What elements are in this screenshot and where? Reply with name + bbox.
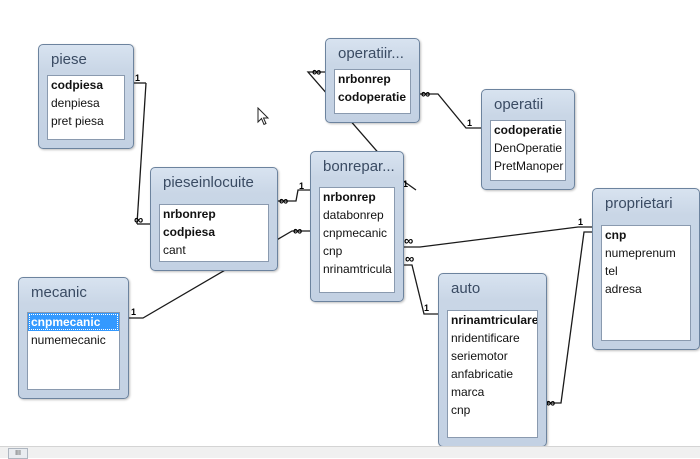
table-title[interactable]: piese: [51, 51, 87, 68]
field-item[interactable]: marca: [451, 385, 485, 399]
horizontal-scrollbar[interactable]: III: [0, 446, 700, 459]
field-item[interactable]: nrinamtriculare: [451, 313, 537, 327]
table-mecanic[interactable]: mecanic cnpmecanic numemecanic: [18, 277, 129, 399]
field-item[interactable]: cnp: [605, 228, 627, 242]
rel-many-label-pieseinloc-bon: ∞: [279, 193, 288, 208]
rel-line-pieseinloc-bon: [276, 189, 310, 202]
field-item[interactable]: cnp: [451, 403, 471, 417]
field-item[interactable]: cnpmecanic: [323, 226, 388, 240]
field-item[interactable]: seriemotor: [451, 349, 508, 363]
field-item[interactable]: denpiesa: [51, 96, 100, 110]
rel-one-label-bon-pieseinloc: 1: [299, 181, 304, 191]
field-item[interactable]: databonrep: [323, 208, 384, 222]
field-item[interactable]: adresa: [605, 282, 642, 296]
field-list[interactable]: cnp numeprenum tel adresa: [601, 225, 691, 341]
table-title[interactable]: proprietari: [605, 195, 673, 212]
field-item[interactable]: codpiesa: [163, 225, 216, 239]
field-item[interactable]: codpiesa: [51, 78, 104, 92]
rel-one-label-operatii: 1: [467, 118, 472, 128]
field-item[interactable]: DenOperatie: [494, 141, 563, 155]
field-item[interactable]: codoperatie: [338, 90, 407, 104]
table-bonreparatie[interactable]: bonrepar... nrbonrep databonrep cnpmecan…: [310, 151, 404, 302]
mouse-cursor-icon: [257, 107, 270, 126]
field-item[interactable]: numemecanic: [31, 333, 106, 347]
field-item[interactable]: PretManoper: [494, 159, 564, 173]
field-item[interactable]: codoperatie: [494, 123, 563, 137]
field-item[interactable]: cant: [163, 243, 186, 257]
rel-many-label-opr: ∞: [312, 64, 321, 79]
rel-one-label-mecanic: 1: [131, 307, 136, 317]
field-item[interactable]: nrbonrep: [323, 190, 376, 204]
rel-line-auto-proprietari: [545, 231, 592, 404]
field-list[interactable]: cnpmecanic numemecanic: [27, 312, 120, 390]
rel-many-label-auto-prop: ∞: [546, 395, 555, 410]
table-title[interactable]: operatii: [494, 96, 544, 113]
rel-many-label-bon-auto: ∞: [405, 251, 414, 266]
table-operatiirep[interactable]: operatiir... nrbonrep codoperatie: [325, 38, 420, 123]
field-item[interactable]: nrinamtricula: [323, 262, 392, 276]
rel-many-label-pieseinlocuite: ∞: [134, 212, 143, 227]
field-item[interactable]: nrbonrep: [338, 72, 391, 86]
rel-many-label-bon-prop: ∞: [404, 233, 413, 248]
rel-many-label-bon-mecanic: ∞: [293, 223, 302, 238]
rel-one-label-proprietari: 1: [578, 217, 583, 227]
field-list[interactable]: nrbonrep databonrep cnpmecanic cnp nrina…: [319, 187, 395, 293]
table-title[interactable]: mecanic: [31, 284, 87, 301]
field-list[interactable]: codoperatie DenOperatie PretManoper: [490, 120, 566, 181]
field-item[interactable]: nridentificare: [451, 331, 520, 345]
field-item[interactable]: numeprenum: [605, 246, 676, 260]
rel-many-label-opr-op: ∞: [421, 86, 430, 101]
rel-line-bon-proprietari: [402, 226, 592, 248]
field-item-selected[interactable]: cnpmecanic: [28, 313, 119, 331]
scrollbar-grip-button[interactable]: III: [8, 448, 28, 459]
field-list[interactable]: nrbonrep codoperatie: [334, 69, 411, 114]
field-item[interactable]: cnp: [323, 244, 343, 258]
table-pieseinlocuite[interactable]: pieseinlocuite nrbonrep codpiesa cant: [150, 167, 278, 271]
field-item[interactable]: pret piesa: [51, 114, 104, 128]
field-list[interactable]: nrinamtriculare nridentificare seriemoto…: [447, 310, 538, 438]
rel-one-label-auto: 1: [424, 303, 429, 313]
field-item[interactable]: tel: [605, 264, 618, 278]
table-auto[interactable]: auto nrinamtriculare nridentificare seri…: [438, 273, 547, 447]
table-title[interactable]: operatiir...: [338, 45, 404, 62]
table-title[interactable]: bonrepar...: [323, 158, 395, 175]
field-item[interactable]: anfabricatie: [451, 367, 514, 381]
field-list[interactable]: codpiesa denpiesa pret piesa: [47, 75, 125, 140]
rel-line-bon-auto: [402, 264, 438, 315]
table-proprietari[interactable]: proprietari cnp numeprenum tel adresa: [592, 188, 700, 350]
table-operatii[interactable]: operatii codoperatie DenOperatie PretMan…: [481, 89, 575, 190]
table-piese[interactable]: piese codpiesa denpiesa pret piesa: [38, 44, 134, 149]
rel-line-opr-operatii: [418, 93, 481, 129]
table-title[interactable]: auto: [451, 280, 481, 297]
table-title[interactable]: pieseinlocuite: [163, 174, 254, 191]
field-list[interactable]: nrbonrep codpiesa cant: [159, 204, 269, 262]
rel-line-piese-diag: [136, 82, 147, 225]
field-item[interactable]: nrbonrep: [163, 207, 216, 221]
rel-one-label-piese: 1: [135, 73, 140, 83]
